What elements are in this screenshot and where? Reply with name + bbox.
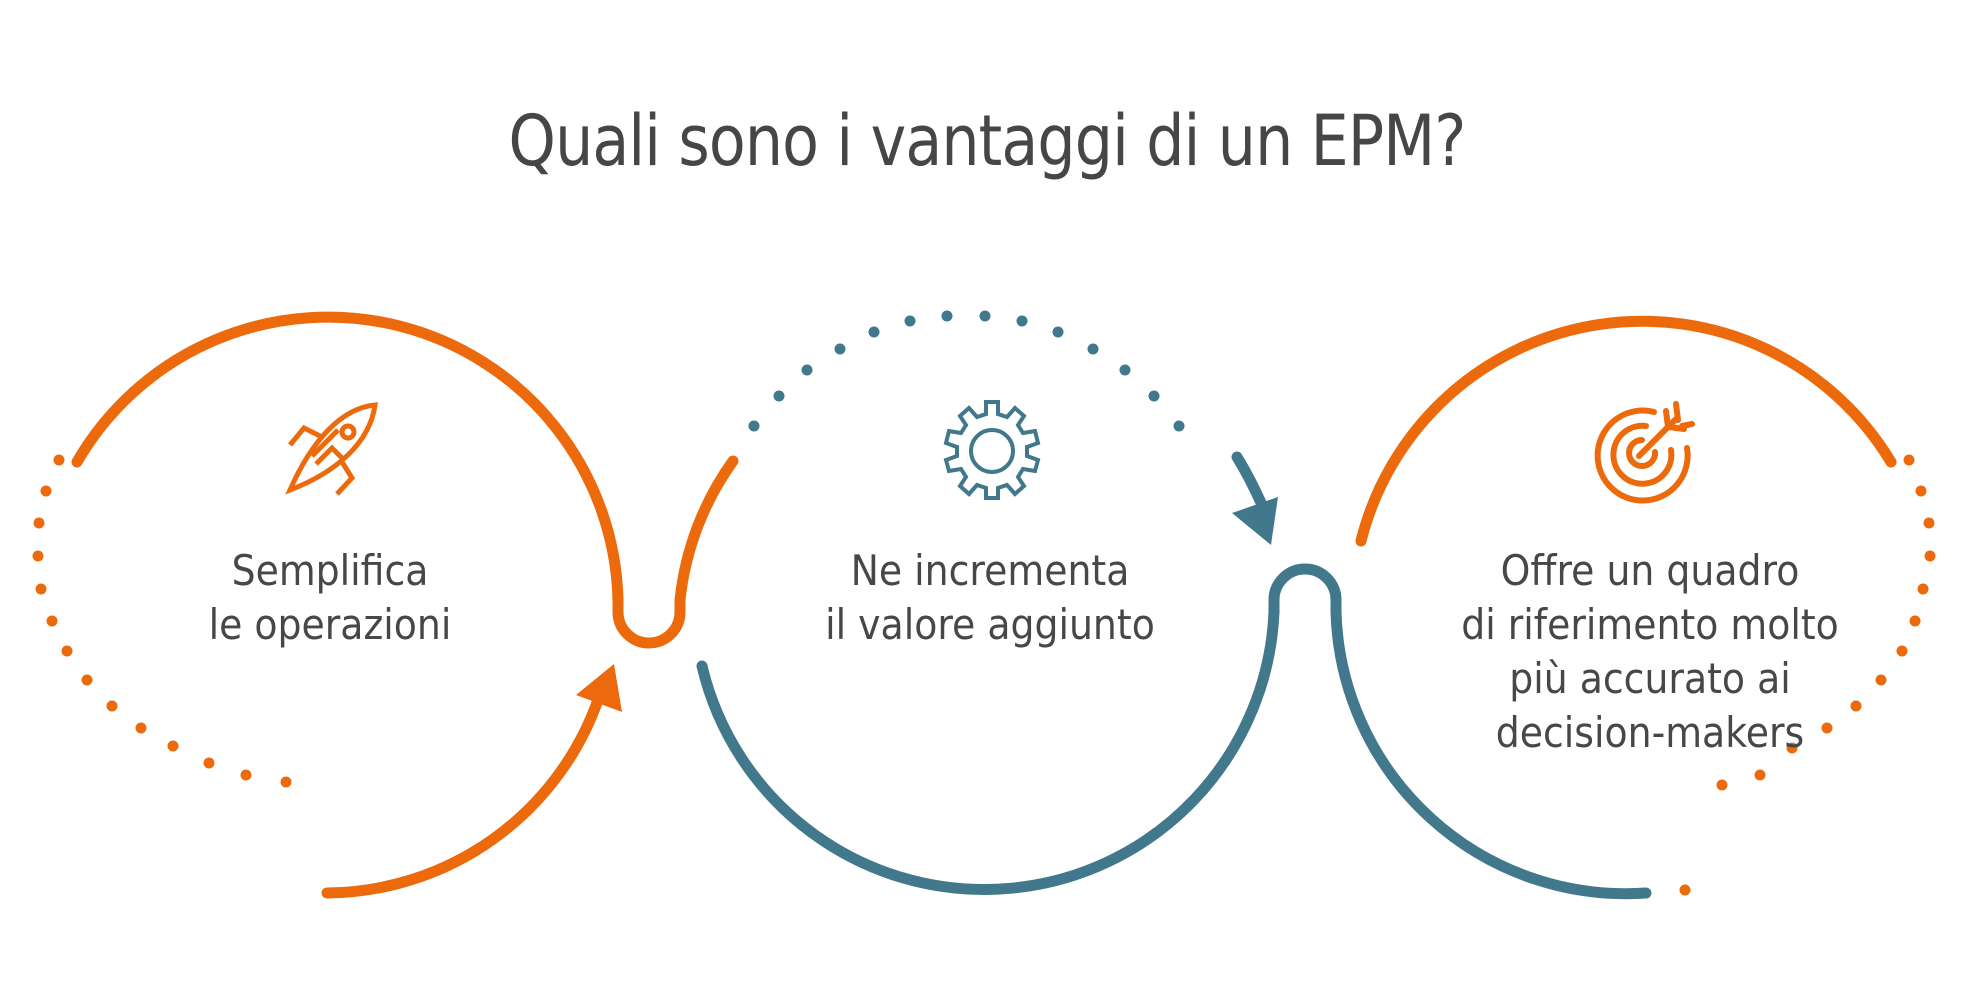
left-arrowhead-icon [576, 664, 622, 712]
right-circle-orange-arc [1355, 315, 1897, 547]
middle-arrow-shaft [1231, 451, 1268, 511]
step-1-label: Semplifica le operazioni [208, 546, 452, 649]
left-circle [32, 311, 624, 899]
rocket-icon [282, 400, 382, 500]
left-middle-connector [612, 594, 686, 649]
left-circle-solid-arc-top [71, 311, 624, 606]
target-arrow-icon [1592, 400, 1696, 504]
step-3-label: Offre un quadro di riferimento molto più… [1461, 546, 1839, 757]
step-2-label: Ne incrementa il valore aggiunto [825, 546, 1155, 649]
left-circle-solid-arc-bottom [321, 694, 604, 899]
gear-icon [940, 398, 1044, 502]
left-circle-dotted-arc [32, 454, 292, 788]
middle-arrowhead-icon [1232, 497, 1278, 545]
middle-right-connector [1268, 563, 1342, 618]
right-circle-dotted-arc [1679, 454, 1936, 896]
middle-circle-dotted-arc [748, 310, 1185, 432]
right-circle-teal-arc [1330, 606, 1652, 900]
page-title: Quali sono i vantaggi di un EPM? [508, 100, 1467, 182]
middle-circle [674, 310, 1280, 895]
middle-circle-teal-arc [696, 606, 1280, 895]
middle-circle-orange-arc [674, 455, 739, 606]
right-circle [1330, 315, 1936, 900]
